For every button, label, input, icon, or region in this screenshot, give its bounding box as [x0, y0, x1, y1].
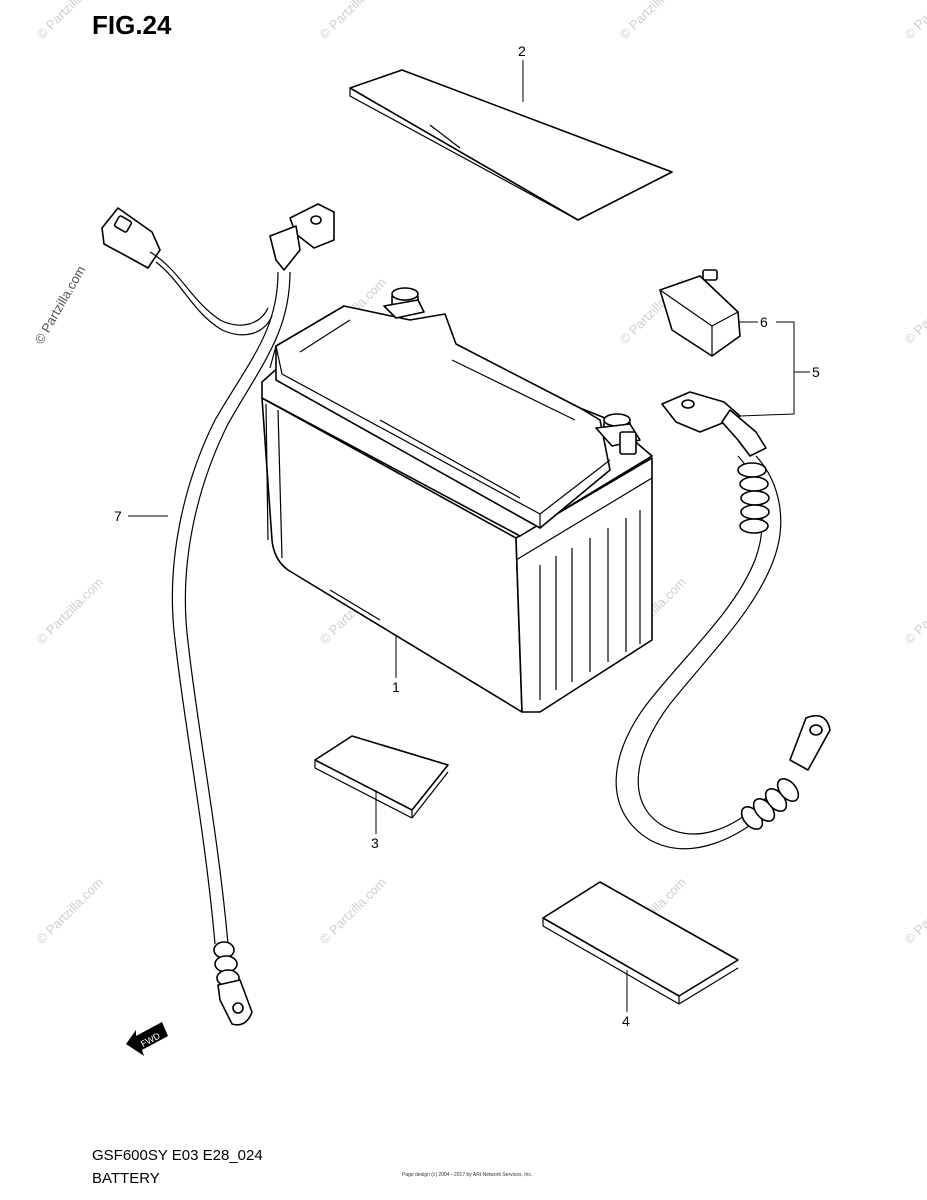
- callout-3: 3: [371, 835, 379, 851]
- watermark: © Partzilla.com: [902, 0, 927, 42]
- watermark: © Partzilla.com: [902, 275, 927, 348]
- watermark: © Partzilla.com: [902, 575, 927, 648]
- negative-cable-part: [101, 203, 335, 1026]
- footer-model-code: GSF600SY E03 E28_024: [92, 1147, 263, 1164]
- callouts: 2 1 3 4 6 5 7: [114, 43, 820, 1029]
- watermark: © Partzilla.com: [902, 875, 927, 948]
- callout-5: 5: [812, 364, 820, 380]
- leader-lines: [128, 60, 810, 1012]
- label-small-part: [314, 735, 449, 819]
- figure-title: FIG.24: [92, 10, 172, 40]
- watermark: © Partzilla.com: [34, 0, 107, 42]
- label-top-part: [349, 69, 673, 221]
- callout-2: 2: [518, 43, 526, 59]
- terminal-cover-part: [659, 269, 741, 357]
- watermark: © Partzilla.com: [32, 263, 89, 346]
- watermark: © Partzilla.com: [317, 875, 390, 948]
- copyright-notice: Page design (c) 2004 - 2017 by ARI Netwo…: [402, 1172, 533, 1178]
- battery-part: [261, 287, 653, 713]
- positive-cable-part: [615, 391, 831, 850]
- callout-6: 6: [760, 314, 768, 330]
- callout-1: 1: [392, 679, 400, 695]
- footer-assembly-name: BATTERY: [92, 1170, 160, 1187]
- label-bottom-part: [542, 881, 739, 1005]
- callout-4: 4: [622, 1013, 630, 1029]
- watermark: © Partzilla.com: [34, 875, 107, 948]
- watermark: © Partzilla.com: [617, 0, 690, 42]
- fwd-arrow-icon: FWD: [126, 1022, 168, 1056]
- watermark: © Partzilla.com: [34, 575, 107, 648]
- callout-7: 7: [114, 508, 122, 524]
- watermark: © Partzilla.com: [317, 0, 390, 42]
